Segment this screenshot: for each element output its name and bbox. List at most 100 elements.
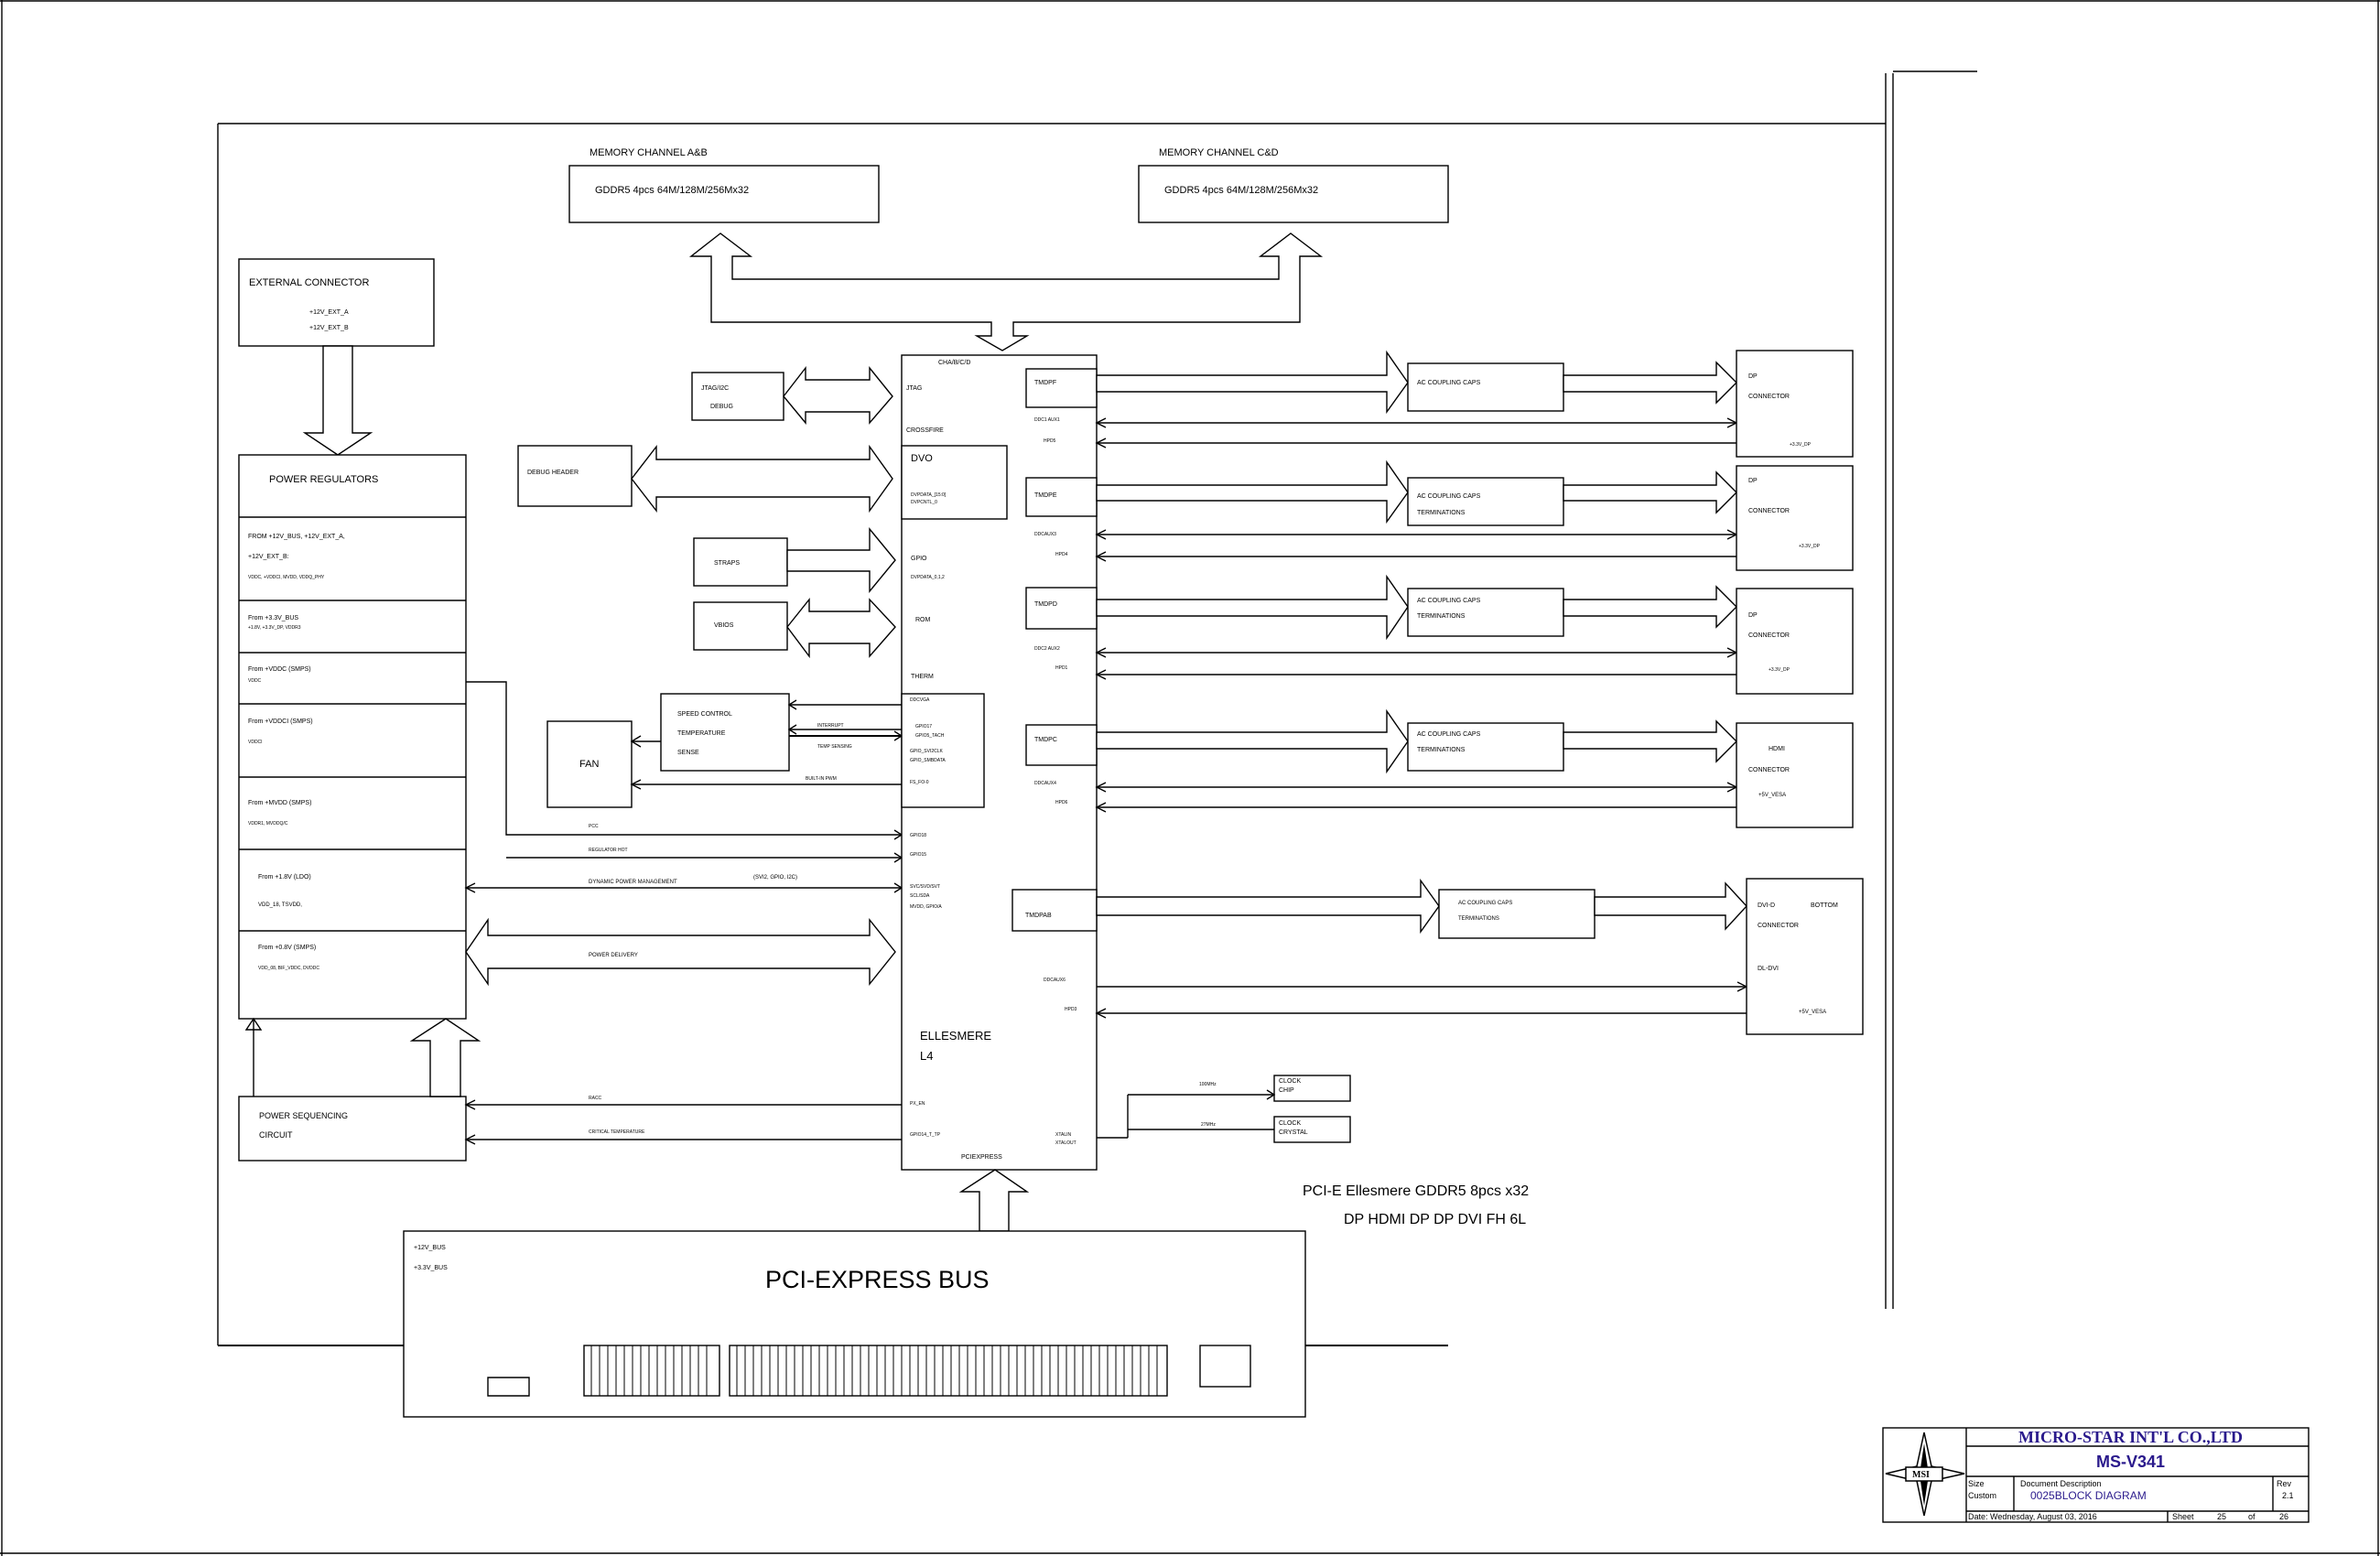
dp3-connector: CONNECTOR (1748, 632, 1790, 639)
company-name: MICRO-STAR INT'L CO.,LTD (2018, 1428, 2243, 1446)
title-block: MICRO-STAR INT'L CO.,LTD MS-V341 Size Cu… (1882, 1427, 2310, 1523)
power-r5b: VDDR1, MVDDQ/C (248, 821, 288, 827)
gpu-svd: SVC/SVD/SVT (910, 884, 940, 890)
clock-chip-freq: 100MHz (1199, 1082, 1217, 1087)
pci-express-bus: +12V_BUS +3.3V_BUS PCI-EXPRESS BUS (403, 1230, 1306, 1418)
sheet-number: 25 (2217, 1512, 2226, 1521)
memory-ab-title: MEMORY CHANNEL A&B (590, 147, 708, 158)
hdmi-power: +5V_VESA (1758, 793, 1786, 798)
temp-sensing-label: TEMP SENSING (817, 744, 852, 750)
memory-ab-desc: GDDR5 4pcs 64M/128M/256Mx32 (595, 185, 749, 196)
size-label: Size (1968, 1479, 1985, 1488)
clock-chip-l1: CLOCK (1279, 1078, 1301, 1085)
gpu-ddcvga: DDCVGA (910, 697, 930, 703)
doc-label: Document Description (2020, 1479, 2102, 1488)
power-seq-l2: CIRCUIT (259, 1130, 293, 1140)
power-r2a: From +3.3V_BUS (248, 615, 298, 621)
output-dp2: AC COUPLING CAPS TERMINATIONS DP CONNECT… (1095, 459, 1854, 571)
dp1-label: DP (1748, 373, 1758, 380)
gpu-hpd1: HPD1 (1055, 665, 1068, 671)
gpu-hpd3: HPD3 (1065, 1007, 1077, 1012)
memory-channel-ab: MEMORY CHANNEL A&B GDDR5 4pcs 64M/128M/2… (568, 147, 880, 223)
gpu-hpd5: HPD5 (1044, 438, 1056, 444)
bus-12v: +12V_BUS (414, 1245, 446, 1251)
power-r4a: From +VDDCI (SMPS) (248, 719, 313, 725)
external-connector-title: EXTERNAL CONNECTOR (249, 277, 369, 288)
vbios-label: VBIOS (714, 622, 734, 629)
speed-l3: SENSE (677, 750, 699, 756)
gpu-tmdpc: TMDPC (1034, 737, 1057, 743)
output-dvi: AC COUPLING CAPS TERMINATIONS DVI-D BOTT… (1095, 878, 1864, 1035)
gpu-xtalin: XTALIN (1055, 1132, 1072, 1138)
gpu-gpio-tp: GPIO14_T_TP (910, 1132, 941, 1138)
sheet-label: Sheet (2172, 1512, 2194, 1521)
gpu-gpio-cl: GPIO_SVI2CLK (910, 749, 944, 754)
gpu-xtalout: XTALOUT (1055, 1140, 1076, 1146)
power-r6a: From +1.8V (LDO) (258, 874, 311, 881)
fan-label: FAN (579, 759, 599, 770)
seq-to-power-arrow-right (409, 1018, 481, 1097)
rev-label: Rev (2277, 1479, 2292, 1488)
ext-12v-b: +12V_EXT_B (309, 325, 349, 331)
seq-to-power-arrow-left (244, 1017, 263, 1097)
power-seq-l1: POWER SEQUENCING (259, 1111, 348, 1120)
power-r1a: FROM +12V_BUS, +12V_EXT_A, (248, 534, 345, 540)
gpu-hpd4: HPD4 (1055, 552, 1068, 557)
memory-channel-cd: MEMORY CHANNEL C&D GDDR5 4pcs 64M/128M/2… (1138, 147, 1449, 223)
racc-label: RACC (589, 1096, 602, 1101)
clock-crystal-freq: 27MHz (1201, 1122, 1216, 1128)
caption-line2: DP HDMI DP DP DVI FH 6L (1344, 1212, 1526, 1227)
acc1-label: AC COUPLING CAPS (1417, 380, 1481, 386)
acc3-label: AC COUPLING CAPS (1417, 598, 1481, 604)
power-sequencing: POWER SEQUENCING CIRCUIT (238, 1096, 467, 1162)
vbios-box: VBIOS (693, 601, 788, 651)
debug-header-label: DEBUG HEADER (527, 470, 579, 476)
memory-bus-arrow (688, 232, 1324, 351)
gpu-gpio-da: GPIO_SMBDATA (910, 758, 946, 763)
rev-value: 2.1 (2282, 1491, 2294, 1500)
svi-label: (SVI2, GPIO, I2C) (753, 875, 797, 881)
gpu-ddcaux3: DDCAUX3 (1034, 532, 1056, 537)
ext-12v-a: +12V_EXT_A (309, 309, 349, 316)
caption-line1: PCI-E Ellesmere GDDR5 8pcs x32 (1303, 1183, 1529, 1199)
builtin-pwm-label: BUILT-IN PWM (806, 776, 837, 782)
debug-header: DEBUG HEADER (517, 445, 633, 507)
left-signals: PCC REGULATOR HOT DYNAMIC POWER MANAGEME… (464, 681, 903, 1145)
straps-arrow (786, 527, 896, 593)
external-connector: EXTERNAL CONNECTOR +12V_EXT_A +12V_EXT_B (238, 258, 435, 347)
power-regulators: POWER REGULATORS FROM +12V_BUS, +12V_EXT… (238, 454, 467, 1020)
fan-box: FAN (546, 720, 633, 808)
power-r1b: +12V_EXT_B: (248, 554, 289, 560)
gpu-gpio17: GPIO17 (915, 724, 932, 729)
doc-value: 0025BLOCK DIAGRAM (2030, 1489, 2147, 1502)
gpu-gpio: GPIO (911, 556, 927, 562)
gpu-name: ELLESMERE (920, 1029, 991, 1043)
term3-label: TERMINATIONS (1417, 613, 1466, 620)
gpu-ddcaux4: DDCAUX4 (1034, 781, 1056, 786)
msi-logo-text: MSI (1912, 1470, 1930, 1480)
output-hdmi: AC COUPLING CAPS TERMINATIONS HDMI CONNE… (1095, 708, 1854, 828)
dvi-bottom: BOTTOM (1811, 902, 1838, 909)
dvi-connector: CONNECTOR (1758, 923, 1799, 929)
gpu-tmdpd: TMDPD (1034, 601, 1057, 608)
gpu-hpd6: HPD6 (1055, 800, 1068, 805)
size-value: Custom (1968, 1491, 1996, 1500)
gpu-l4: L4 (920, 1049, 933, 1063)
memory-cd-desc: GDDR5 4pcs 64M/128M/256Mx32 (1164, 185, 1318, 196)
dp2-power: +3.3V_DP (1799, 544, 1821, 549)
sheet-total: 26 (2279, 1512, 2288, 1521)
straps-label: STRAPS (714, 560, 740, 567)
clock-chip: CLOCK CHIP 100MHz (1128, 1075, 1351, 1102)
gpu-gpio-tach: GPIO5_TACH (915, 733, 945, 739)
acc5-label: AC COUPLING CAPS (1458, 901, 1512, 906)
bus-33v: +3.3V_BUS (414, 1265, 448, 1271)
dp1-power: +3.3V_DP (1790, 442, 1812, 448)
dp2-label: DP (1748, 478, 1758, 484)
gpu-dvo: DVO (911, 453, 933, 464)
doc-date: Date: Wednesday, August 03, 2016 (1968, 1512, 2097, 1521)
bus-title: PCI-EXPRESS BUS (765, 1266, 990, 1293)
power-r6b: VDD_18, TSVDD, (258, 902, 302, 908)
dp1-connector: CONNECTOR (1748, 394, 1790, 400)
vbios-arrow (786, 598, 896, 659)
